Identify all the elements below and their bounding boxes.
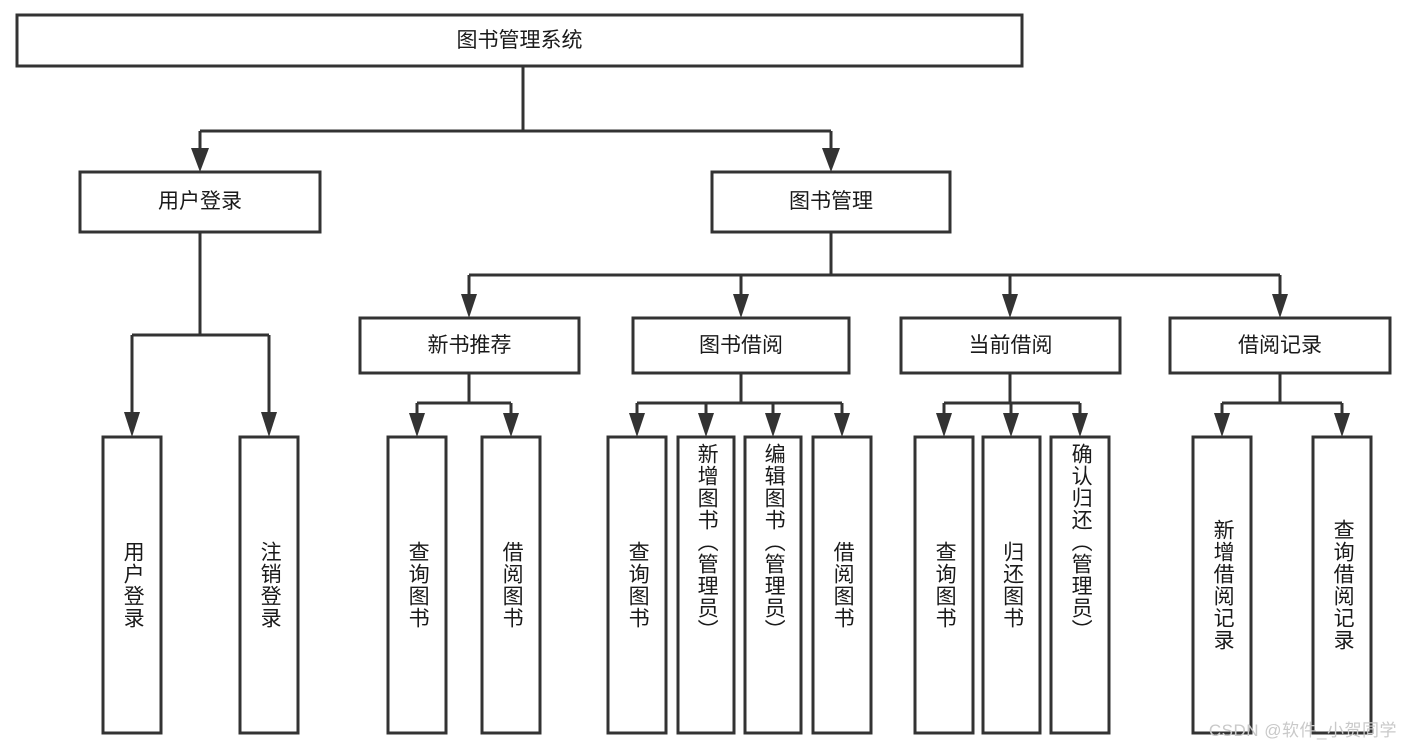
arrow-head-user-login [191, 148, 209, 172]
arrow-head-leaf-new-book-1 [503, 413, 519, 437]
node-box-leaf-borrow-records-1[interactable] [1311, 435, 1373, 735]
arrow-head-new-book-recommend [461, 294, 477, 318]
node-box-leaf-new-book-1[interactable] [480, 435, 542, 735]
node-box-leaf-borrow-records-0[interactable] [1191, 435, 1253, 735]
node-box-book-management[interactable] [710, 170, 952, 234]
node-box-user-login[interactable] [78, 170, 322, 234]
arrow-head-book-management [822, 148, 840, 172]
arrow-head-leaf-current-borrow-2 [1072, 413, 1088, 437]
watermark-text: CSDN @软件_小贺同学 [1208, 721, 1397, 740]
arrow-head-leaf-book-borrow-1 [698, 413, 714, 437]
node-box-leaf-book-borrow-3[interactable] [811, 435, 873, 735]
arrow-head-leaf-current-borrow-0 [936, 413, 952, 437]
node-box-current-borrow[interactable] [899, 316, 1122, 375]
node-box-leaf-user-login-0[interactable] [101, 435, 163, 735]
node-box-leaf-user-login-1[interactable] [238, 435, 300, 735]
arrow-head-borrow-records [1272, 294, 1288, 318]
node-box-leaf-current-borrow-0[interactable] [913, 435, 975, 735]
node-box-leaf-current-borrow-2[interactable] [1049, 435, 1111, 735]
arrow-head-leaf-book-borrow-3 [834, 413, 850, 437]
node-box-new-book-recommend[interactable] [358, 316, 581, 375]
arrow-head-book-borrow [733, 294, 749, 318]
arrow-head-leaf-book-borrow-2 [765, 413, 781, 437]
arrow-head-current-borrow [1002, 294, 1018, 318]
arrow-head-leaf-user-login-1 [261, 412, 277, 437]
arrow-head-leaf-book-borrow-0 [629, 413, 645, 437]
arrow-head-leaf-user-login-0 [124, 412, 140, 437]
node-box-book-borrow[interactable] [631, 316, 851, 375]
node-box-leaf-new-book-0[interactable] [386, 435, 448, 735]
arrow-head-leaf-borrow-records-1 [1334, 413, 1350, 437]
arrow-head-leaf-new-book-0 [409, 413, 425, 437]
node-box-borrow-records[interactable] [1168, 316, 1392, 375]
node-box-leaf-book-borrow-0[interactable] [606, 435, 668, 735]
node-box-root[interactable] [15, 13, 1024, 68]
node-box-leaf-current-borrow-1[interactable] [981, 435, 1042, 735]
node-box-leaf-book-borrow-2[interactable] [743, 435, 803, 735]
node-box-leaf-book-borrow-1[interactable] [676, 435, 736, 735]
arrow-head-leaf-current-borrow-1 [1003, 413, 1019, 437]
arrow-head-leaf-borrow-records-0 [1214, 413, 1230, 437]
